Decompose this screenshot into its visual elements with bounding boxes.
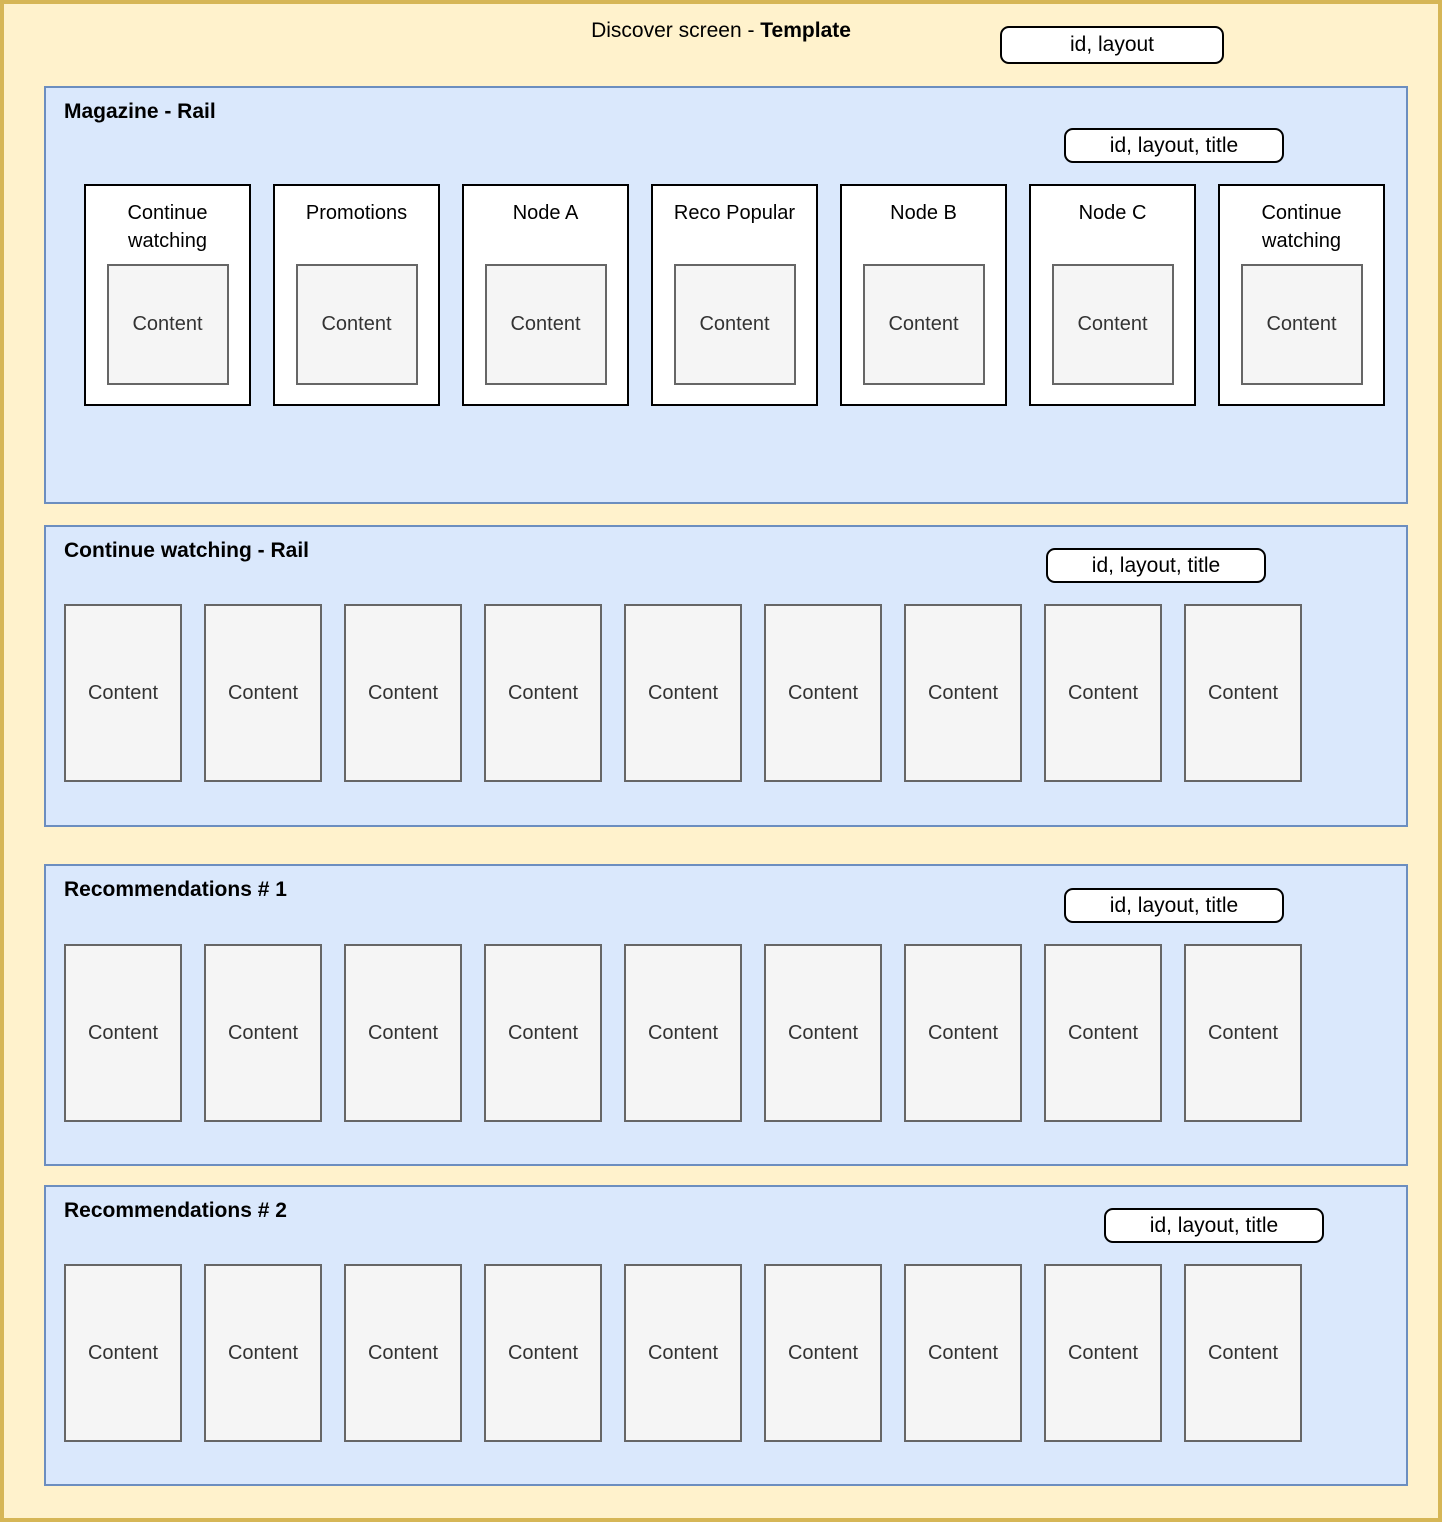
content-placeholder: Content xyxy=(484,1264,602,1442)
content-placeholder: Content xyxy=(673,264,796,385)
content-placeholder: Content xyxy=(1044,944,1162,1122)
content-placeholder: Content xyxy=(1184,604,1302,782)
section-fields-badge: id, layout, title xyxy=(1064,128,1284,163)
content-placeholder: Content xyxy=(484,944,602,1122)
magazine-card-promotions: Promotions Content xyxy=(273,184,440,406)
screen-fields-badge: id, layout xyxy=(1000,26,1224,64)
magazine-card-node-c: Node C Content xyxy=(1029,184,1196,406)
content-placeholder: Content xyxy=(344,604,462,782)
content-placeholder: Content xyxy=(1044,1264,1162,1442)
content-placeholder: Content xyxy=(64,1264,182,1442)
page-title-bold: Template xyxy=(760,19,851,42)
content-placeholder: Content xyxy=(764,604,882,782)
card-label: Continue watching xyxy=(1261,202,1342,252)
rail-content-row: Content Content Content Content Content … xyxy=(64,604,1302,782)
content-placeholder: Content xyxy=(106,264,229,385)
content-placeholder: Content xyxy=(904,944,1022,1122)
content-placeholder: Content xyxy=(624,944,742,1122)
section-title: Continue watching - Rail xyxy=(64,539,309,562)
content-placeholder: Content xyxy=(484,604,602,782)
content-placeholder: Content xyxy=(484,264,607,385)
card-label: Continue watching xyxy=(127,202,208,252)
magazine-card-reco-popular: Reco Popular Content xyxy=(651,184,818,406)
section-title: Recommendations # 1 xyxy=(64,878,287,901)
card-label: Node B xyxy=(890,202,957,224)
content-placeholder: Content xyxy=(204,944,322,1122)
content-placeholder: Content xyxy=(295,264,418,385)
content-placeholder: Content xyxy=(764,944,882,1122)
content-placeholder: Content xyxy=(624,604,742,782)
content-placeholder: Content xyxy=(1184,944,1302,1122)
content-placeholder: Content xyxy=(64,604,182,782)
content-placeholder: Content xyxy=(862,264,985,385)
content-placeholder: Content xyxy=(904,604,1022,782)
section-continue-watching-rail: Continue watching - Rail id, layout, tit… xyxy=(44,525,1408,827)
content-placeholder: Content xyxy=(764,1264,882,1442)
content-placeholder: Content xyxy=(1044,604,1162,782)
section-title: Recommendations # 2 xyxy=(64,1199,287,1222)
page-title-prefix: Discover screen - xyxy=(591,19,761,42)
card-label: Node C xyxy=(1078,202,1147,224)
content-placeholder: Content xyxy=(204,604,322,782)
section-fields-badge: id, layout, title xyxy=(1064,888,1284,923)
section-fields-badge-label: id, layout, title xyxy=(1109,133,1239,157)
section-recommendations-1: Recommendations # 1 id, layout, title Co… xyxy=(44,864,1408,1166)
rail-content-row: Content Content Content Content Content … xyxy=(64,944,1302,1122)
content-placeholder: Content xyxy=(624,1264,742,1442)
page-title: Discover screen - Template xyxy=(591,19,851,43)
card-label: Promotions xyxy=(305,202,408,224)
section-recommendations-2: Recommendations # 2 id, layout, title Co… xyxy=(44,1185,1408,1486)
section-fields-badge-label: id, layout, title xyxy=(1091,553,1221,577)
section-fields-badge: id, layout, title xyxy=(1046,548,1266,583)
content-placeholder: Content xyxy=(64,944,182,1122)
section-fields-badge: id, layout, title xyxy=(1104,1208,1324,1243)
card-label: Node A xyxy=(512,202,579,224)
content-placeholder: Content xyxy=(1051,264,1174,385)
content-placeholder: Content xyxy=(1240,264,1363,385)
magazine-cards-row: Continue watching Content Promotions Con… xyxy=(84,184,1385,406)
section-fields-badge-label: id, layout, title xyxy=(1109,893,1239,917)
rail-content-row: Content Content Content Content Content … xyxy=(64,1264,1302,1442)
screen-fields-badge-label: id, layout xyxy=(1069,33,1155,56)
magazine-card-continue-watching-2: Continue watching Content xyxy=(1218,184,1385,406)
section-magazine-rail: Magazine - Rail id, layout, title Contin… xyxy=(44,86,1408,504)
magazine-card-node-a: Node A Content xyxy=(462,184,629,406)
content-placeholder: Content xyxy=(344,944,462,1122)
section-title: Magazine - Rail xyxy=(64,100,216,123)
section-fields-badge-label: id, layout, title xyxy=(1149,1213,1279,1237)
magazine-card-continue-watching: Continue watching Content xyxy=(84,184,251,406)
content-placeholder: Content xyxy=(1184,1264,1302,1442)
content-placeholder: Content xyxy=(904,1264,1022,1442)
content-placeholder: Content xyxy=(344,1264,462,1442)
content-placeholder: Content xyxy=(204,1264,322,1442)
card-label: Reco Popular xyxy=(673,202,796,224)
magazine-card-node-b: Node B Content xyxy=(840,184,1007,406)
